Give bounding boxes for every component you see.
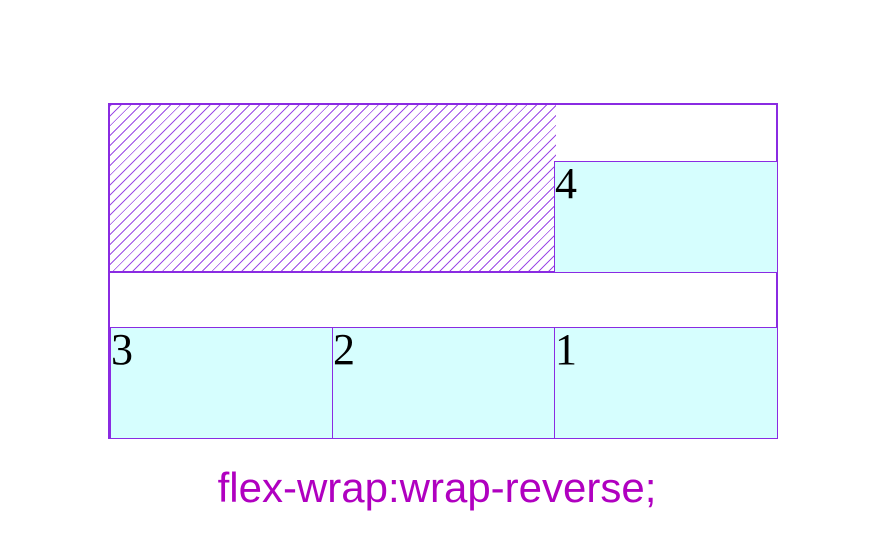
flex-container: 4 3 2 1 <box>108 103 778 439</box>
flex-item-3: 3 <box>110 327 334 439</box>
flex-item-2-label: 2 <box>333 325 355 374</box>
flex-item-1: 1 <box>554 327 778 439</box>
flex-item-3-label: 3 <box>111 325 133 374</box>
hatched-empty-area <box>110 105 556 273</box>
line-divider-top <box>110 271 776 273</box>
flex-item-1-label: 1 <box>555 325 577 374</box>
flex-item-4-label: 4 <box>555 159 577 208</box>
flex-item-2: 2 <box>332 327 556 439</box>
flex-item-4: 4 <box>554 161 778 273</box>
caption-text: flex-wrap:wrap-reverse; <box>217 464 657 511</box>
